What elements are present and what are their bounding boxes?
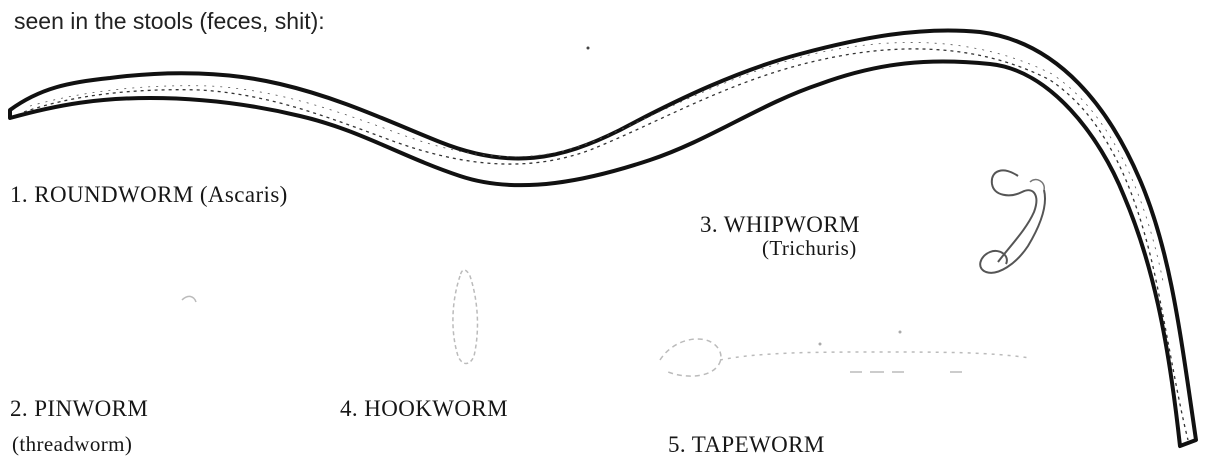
pinworm-sublabel: (threadworm)	[12, 432, 132, 457]
hookworm-label: 4. HOOKWORM	[340, 396, 508, 422]
whipworm-drawing	[980, 170, 1045, 272]
roundworm-label: 1. ROUNDWORM (Ascaris)	[10, 182, 288, 208]
hookworm-drawing	[453, 270, 478, 364]
pinworm-drawing	[182, 296, 196, 302]
pinworm-label: 2. PINWORM	[10, 396, 148, 422]
tapeworm-drawing	[660, 331, 1030, 377]
tapeworm-label: 5. TAPEWORM	[668, 432, 825, 458]
whipworm-sublabel: (Trichuris)	[762, 236, 857, 261]
whipworm-label: 3. WHIPWORM	[700, 212, 860, 238]
